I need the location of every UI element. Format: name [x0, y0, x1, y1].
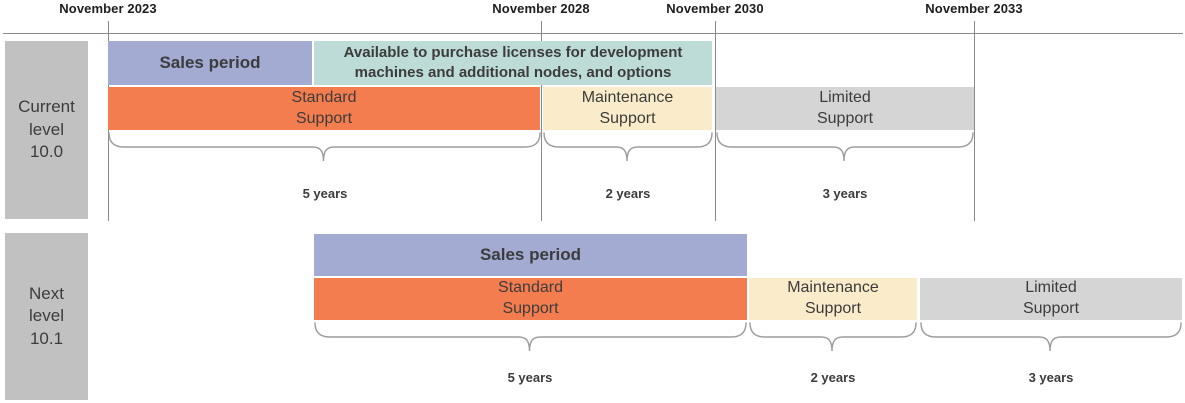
current-maintenance-brace — [543, 132, 713, 162]
axis-date-nov-2033: November 2033 — [925, 1, 1023, 16]
current-standard-support-bar: Standard Support — [108, 87, 540, 130]
axis-tick-2030 — [715, 21, 716, 33]
row-label-next-level: Next level 10.1 — [5, 233, 88, 400]
current-maintenance-support-bar: Maintenance Support — [543, 87, 712, 130]
next-limited-duration: 3 years — [1028, 370, 1074, 385]
axis-tick-2028 — [541, 21, 542, 33]
axis-tick-2033 — [974, 21, 975, 33]
axis-date-nov-2028: November 2028 — [492, 1, 590, 16]
next-standard-support-bar: Standard Support — [314, 278, 747, 320]
gridline-2028 — [541, 34, 542, 221]
next-maintenance-brace — [749, 322, 917, 352]
axis-date-nov-2023: November 2023 — [59, 1, 157, 16]
next-maintenance-support-bar: Maintenance Support — [749, 278, 917, 320]
axis-horizontal-line — [3, 33, 1183, 34]
current-limited-support-bar: Limited Support — [716, 87, 974, 130]
current-standard-brace — [108, 132, 541, 162]
axis-tick-2023 — [108, 21, 109, 33]
current-limited-duration: 3 years — [822, 186, 868, 201]
axis-date-nov-2030: November 2030 — [666, 1, 764, 16]
next-sales-period-bar: Sales period — [314, 234, 747, 276]
current-standard-duration: 5 years — [302, 186, 348, 201]
next-limited-brace — [920, 322, 1182, 352]
gridline-2030 — [715, 34, 716, 221]
current-sales-period-bar: Sales period — [108, 41, 312, 85]
row-label-current-level: Current level 10.0 — [5, 41, 88, 219]
next-maintenance-duration: 2 years — [810, 370, 856, 385]
current-limited-brace — [716, 132, 974, 162]
next-standard-brace — [314, 322, 747, 352]
next-limited-support-bar: Limited Support — [920, 278, 1182, 320]
gridline-2033 — [974, 34, 975, 221]
next-standard-duration: 5 years — [507, 370, 553, 385]
current-maintenance-duration: 2 years — [605, 186, 651, 201]
current-available-purchase-bar: Available to purchase licenses for devel… — [314, 41, 712, 85]
